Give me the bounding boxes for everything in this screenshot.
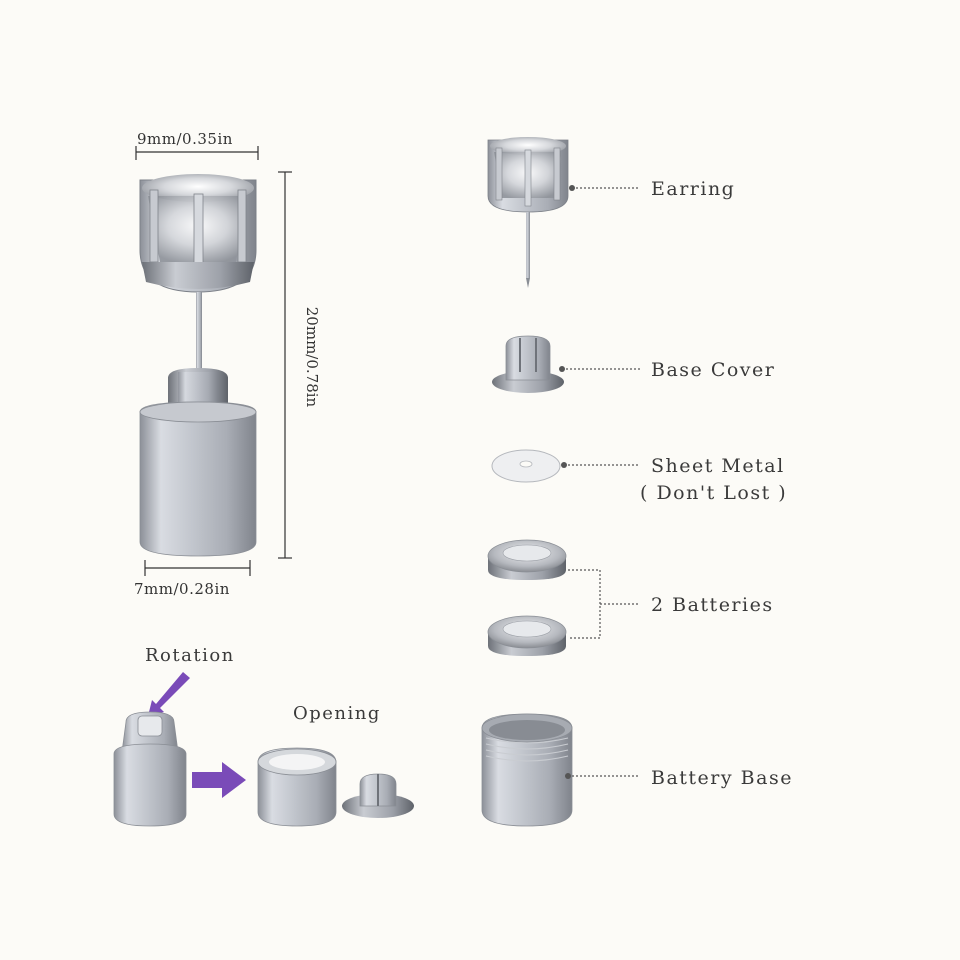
leader-batteries-bracket xyxy=(568,569,601,639)
step-arrow xyxy=(192,762,246,798)
battery-top xyxy=(487,539,567,580)
post-large xyxy=(196,292,202,370)
top-width-label: 9mm/0.35in xyxy=(137,130,233,148)
sheet-metal-label: Sheet Metal xyxy=(651,455,785,477)
dimension-drawing xyxy=(135,146,292,576)
leader-dots xyxy=(559,185,575,779)
opening-label: Opening xyxy=(293,703,381,724)
opening-steps xyxy=(113,672,414,827)
rotation-pointer-arrow xyxy=(148,672,190,716)
gem-top xyxy=(142,174,254,202)
assembled-cylinder xyxy=(139,368,257,557)
battery-bottom xyxy=(487,615,567,656)
removed-base-cover xyxy=(342,773,414,818)
rotation-label: Rotation xyxy=(145,645,235,666)
bottom-width-label: 7mm/0.28in xyxy=(134,580,230,598)
exploded-view xyxy=(481,137,573,827)
leader-lines xyxy=(562,187,640,777)
battery-base-label: Battery Base xyxy=(651,767,793,789)
earring-part xyxy=(487,137,569,288)
crown-setting-large xyxy=(139,174,257,293)
battery-base-part xyxy=(481,713,573,827)
base-cover-part xyxy=(492,335,564,393)
opened-cylinder xyxy=(257,747,337,827)
earring-label: Earring xyxy=(651,178,736,200)
base-cover-label: Base Cover xyxy=(651,359,776,381)
batteries-label: 2 Batteries xyxy=(651,594,774,616)
sheet-metal-part xyxy=(491,449,561,483)
closed-cylinder xyxy=(113,711,187,827)
height-label: 20mm/0.78in xyxy=(303,306,321,408)
sheet-metal-note: ( Don't Lost ) xyxy=(640,482,788,504)
